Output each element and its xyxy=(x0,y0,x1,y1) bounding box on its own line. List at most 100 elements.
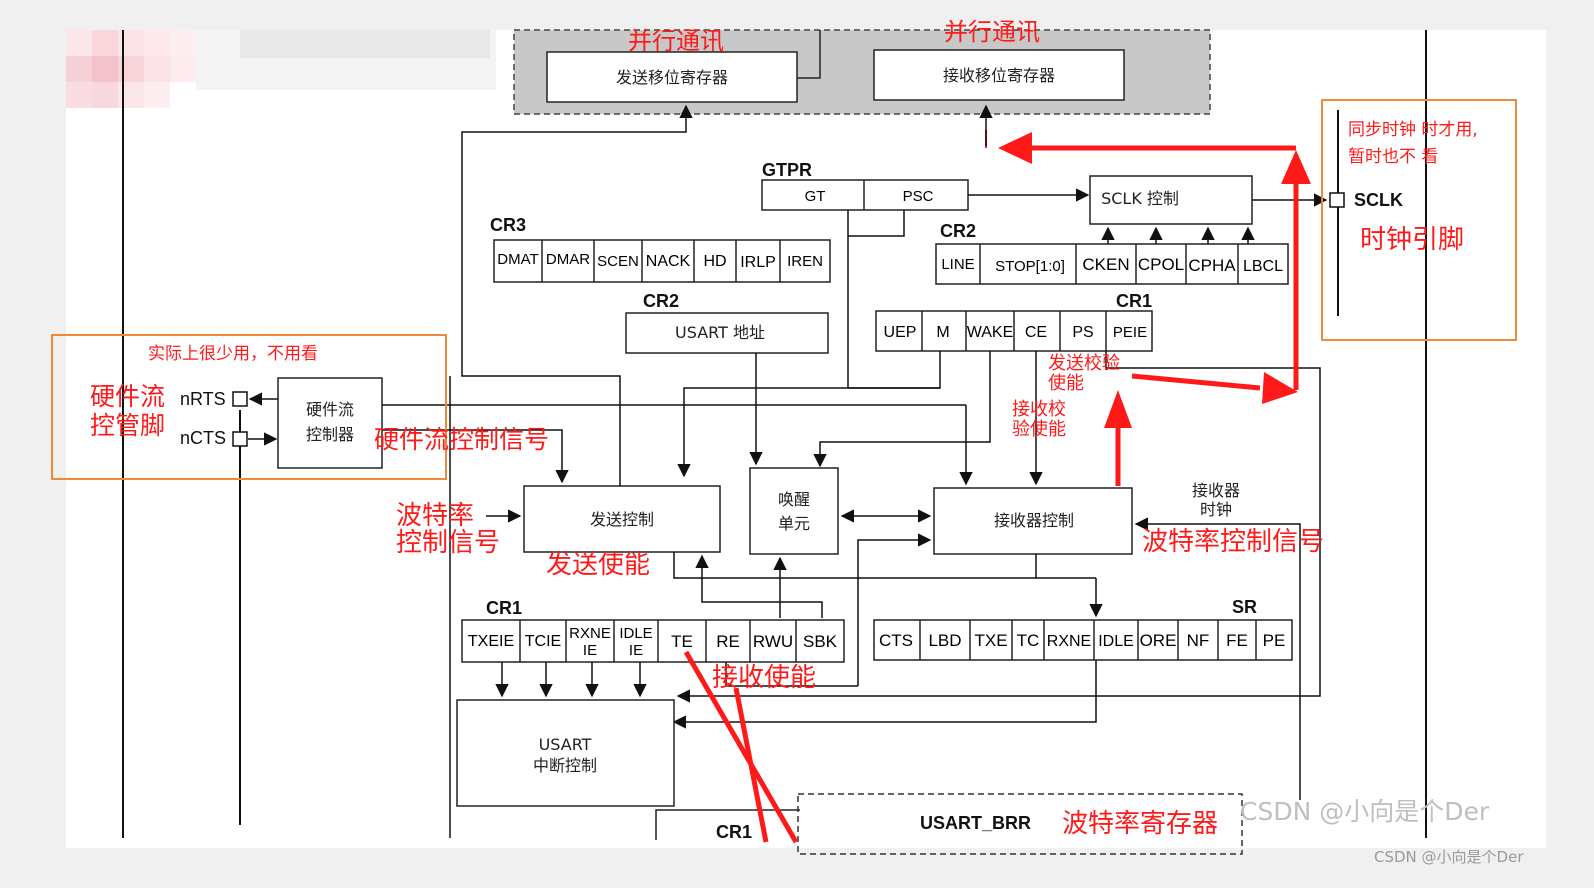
baud-signal-left-2: 控制信号 xyxy=(396,528,500,558)
cr1-bit-rwu: RWU xyxy=(753,632,793,651)
hw-flow-controller-label-1: 硬件流 xyxy=(306,400,354,419)
parallel-comm-label-tx: 并行通讯 xyxy=(628,27,724,55)
cr1-bit-idleie-2: IE xyxy=(629,642,643,659)
cr1-bit-sbk: SBK xyxy=(803,632,838,651)
interrupt-enable-arrows xyxy=(495,662,647,698)
baud-signal-right-label: 波特率控制信号 xyxy=(1142,527,1324,557)
tx-parity-label-1: 发送校验 xyxy=(1048,353,1120,374)
blurred-region xyxy=(66,30,496,108)
tx-control-block xyxy=(523,485,721,553)
sr-bit-lbd: LBD xyxy=(928,631,961,650)
rx-clock-label-1: 接收器 xyxy=(1192,481,1240,500)
sr-bit-nf: NF xyxy=(1187,631,1210,650)
cr1-bit-peie: PEIE xyxy=(1113,324,1147,341)
gtpr-title: GTPR xyxy=(762,160,812,180)
cr1-mid-title: CR1 xyxy=(1116,291,1152,311)
cr3-bit-hd: HD xyxy=(703,253,726,270)
cr2-top-register: LINE STOP[1:0] CKEN CPOL CPHA LBCL xyxy=(935,243,1289,285)
cr1-bit-rxneie-1: RXNE xyxy=(569,625,611,642)
sr-register: CTS LBD TXE TC RXNE IDLE ORE NF FE PE xyxy=(873,619,1293,661)
cr3-register: DMAT DMAR SCEN NACK HD IRLP IREN xyxy=(493,239,831,283)
cr1-bit-idleie-1: IDLE xyxy=(619,625,652,642)
sr-bit-fe: FE xyxy=(1226,631,1248,650)
tx-enable-label: 发送使能 xyxy=(546,550,650,580)
hw-flow-controller xyxy=(277,377,383,469)
rx-parity-label-2: 验使能 xyxy=(1012,419,1066,440)
nrts-pin xyxy=(232,391,248,407)
sr-bit-idle: IDLE xyxy=(1098,633,1134,650)
hw-flow-signal-label: 硬件流控制信号 xyxy=(374,425,549,454)
cr3-bit-iren: IREN xyxy=(787,253,823,270)
parallel-comm-label-rx: 并行通讯 xyxy=(944,18,1040,46)
cr2-bit-line: LINE xyxy=(941,256,974,273)
usart-brr-area xyxy=(797,793,1243,855)
rx-shift-register-label: 接收移位寄存器 xyxy=(943,66,1055,85)
sr-title: SR xyxy=(1232,597,1257,617)
wakeup-unit-label-2: 单元 xyxy=(778,514,810,533)
ncts-label: nCTS xyxy=(180,428,226,448)
sr-bit-tc: TC xyxy=(1017,631,1040,650)
cr2-mid-title: CR2 xyxy=(643,291,679,311)
note-sync-clock-2: 暂时也不 看 xyxy=(1348,147,1438,167)
watermark-corner: CSDN @小向是个Der xyxy=(1374,848,1524,866)
hw-flow-note-box xyxy=(51,334,447,480)
sclk-pin xyxy=(1329,192,1345,208)
baud-signal-left-1: 波特率 xyxy=(396,501,474,531)
cr2-bit-cpha: CPHA xyxy=(1188,256,1236,275)
hw-flow-pins-label-1: 硬件流 xyxy=(90,382,165,411)
ncts-pin xyxy=(232,431,248,447)
sr-bit-cts: CTS xyxy=(879,631,913,650)
red-cross-marks xyxy=(683,650,799,844)
rx-shift-register xyxy=(873,49,1125,101)
rx-clock-label-2: 时钟 xyxy=(1200,500,1232,519)
rx-control-label: 接收器控制 xyxy=(994,511,1074,530)
hw-flow-controller-label-2: 控制器 xyxy=(306,425,354,444)
sclk-note-box xyxy=(1321,99,1517,341)
cr2-bit-stop: STOP[1:0] xyxy=(995,258,1065,275)
tx-shift-register-label: 发送移位寄存器 xyxy=(616,68,728,87)
cr2-bit-cpol: CPOL xyxy=(1138,255,1184,274)
cr3-bit-dmat: DMAT xyxy=(497,251,538,268)
gtpr-register: GT PSC xyxy=(761,179,969,211)
cr1-bit-wake: WAKE xyxy=(967,324,1014,341)
note-sync-clock-1: 同步时钟 时才用, xyxy=(1348,120,1478,140)
red-clock-arrows xyxy=(985,130,1311,486)
interrupt-control-label-1: USART xyxy=(539,735,592,754)
sr-bit-rxne: RXNE xyxy=(1047,633,1091,650)
cr1-bit-ps: PS xyxy=(1072,324,1093,341)
cr1-bit-te: TE xyxy=(671,632,693,651)
cr1-low-register: TXEIE TCIE RXNE IE IDLE IE TE RE RWU SBK xyxy=(461,619,845,663)
sr-bit-pe: PE xyxy=(1263,631,1286,650)
cr1-bit-m: M xyxy=(936,324,949,341)
note-rarely-used: 实际上很少用，不用看 xyxy=(148,344,318,364)
sclk-pin-label: SCLK xyxy=(1354,190,1403,210)
wakeup-unit-block xyxy=(749,467,839,555)
cr3-bit-irlp: IRLP xyxy=(740,254,776,271)
cr1-bit-rxneie-2: IE xyxy=(583,642,597,659)
rx-parity-label-1: 接收校 xyxy=(1012,399,1066,420)
baud-register-label: 波特率寄存器 xyxy=(1062,809,1218,839)
rx-enable-label: 接收使能 xyxy=(712,663,816,693)
cr2-bit-cken: CKEN xyxy=(1082,255,1129,274)
cr1-mid-register: UEP M WAKE CE PS PEIE xyxy=(875,310,1153,352)
cr3-bit-nack: NACK xyxy=(646,253,691,270)
cr1-bit-uep: UEP xyxy=(884,324,917,341)
sclk-control-label: SCLK 控制 xyxy=(1101,189,1179,208)
cr2-bit-lbcl: LBCL xyxy=(1243,258,1283,275)
rx-control-block xyxy=(933,487,1133,555)
cr2-top-title: CR2 xyxy=(940,221,976,241)
interrupt-control-label-2: 中断控制 xyxy=(533,756,597,775)
hw-flow-pins-label-2: 控管脚 xyxy=(90,411,165,440)
cr3-title: CR3 xyxy=(490,215,526,235)
cr1-bit-tcie: TCIE xyxy=(525,633,561,650)
sclk-control-block xyxy=(1089,175,1253,225)
tx-shift-register xyxy=(546,51,798,103)
tx-parity-label-2: 使能 xyxy=(1048,373,1084,394)
clock-pin-label: 时钟引脚 xyxy=(1360,225,1464,255)
cr1-bit-txeie: TXEIE xyxy=(468,633,514,650)
wakeup-unit-label-1: 唤醒 xyxy=(778,490,810,509)
watermark-center: CSDN @小向是个Der xyxy=(1240,797,1490,826)
nrts-label: nRTS xyxy=(180,389,226,409)
cr3-bit-scen: SCEN xyxy=(597,253,639,270)
